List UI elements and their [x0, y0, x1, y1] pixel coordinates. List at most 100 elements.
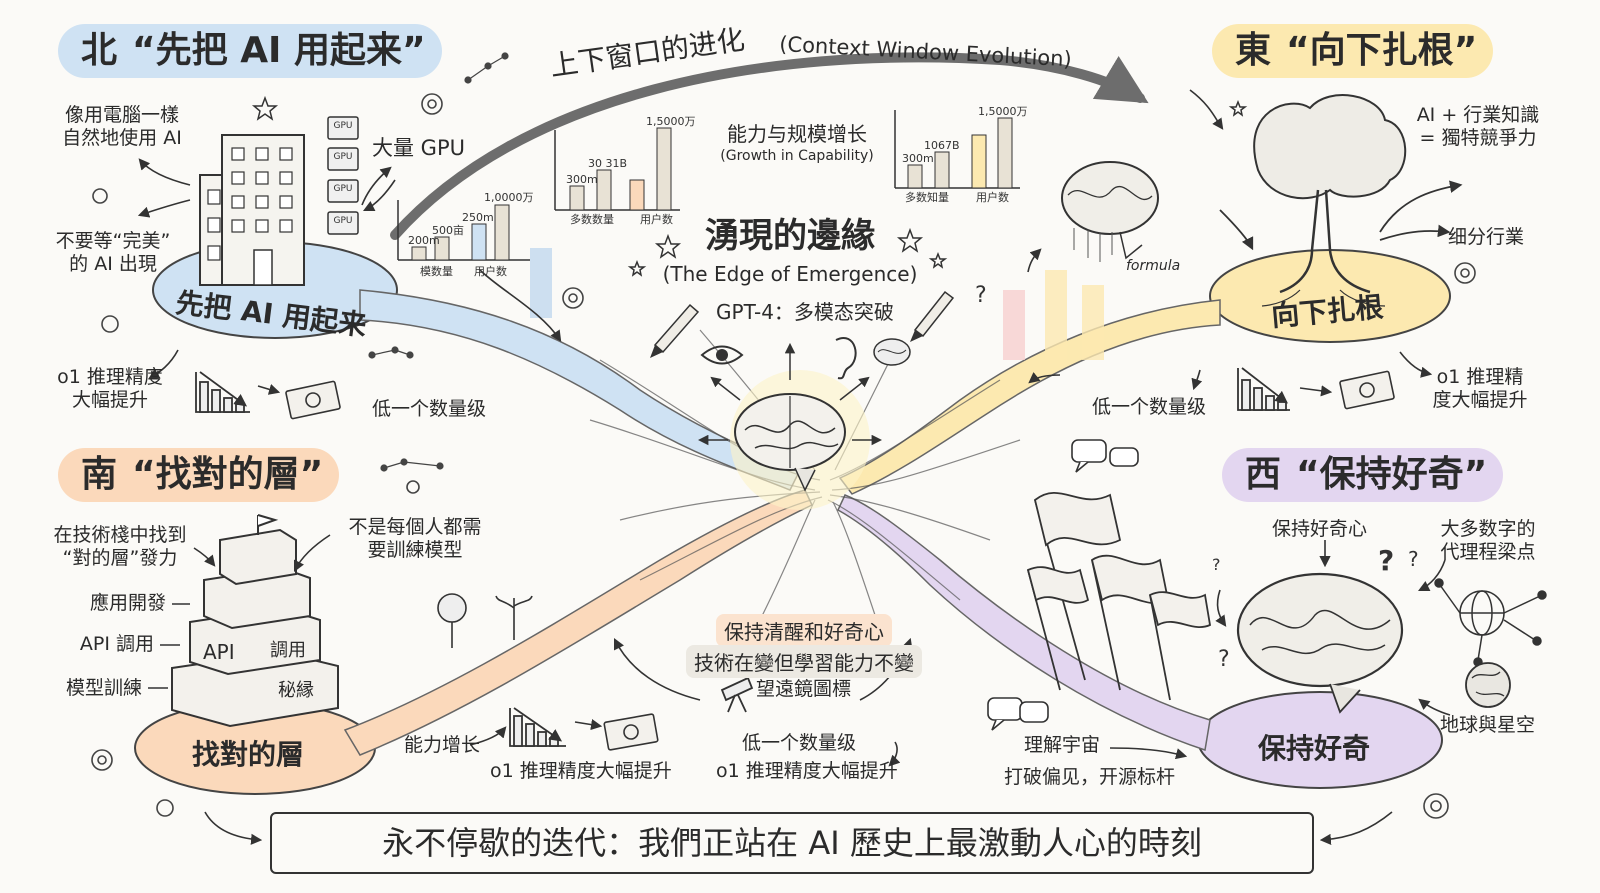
east-o1-line1: o1 推理精: [1436, 366, 1524, 388]
north-o1-line2: 大幅提升: [71, 389, 148, 412]
dot-network: [368, 52, 509, 472]
curiosity-brain-icon: [1236, 572, 1404, 714]
north-note1-line1: 像用電腦一樣: [64, 104, 179, 126]
center-title: 湧現的邊緣: [705, 216, 875, 256]
south-title-pill: 南“找對的層”: [58, 448, 340, 502]
chart-left-value-3: 250m: [462, 211, 494, 224]
middle-o1-note: o1 推理精度大幅提升: [716, 760, 898, 782]
east-title: “向下扎根”: [1286, 30, 1478, 71]
chart-left-value-1: 200m: [408, 234, 440, 247]
svg-text:?: ?: [1218, 647, 1230, 672]
west-bias-note: 打破偏见，开源标杆: [1004, 766, 1176, 788]
network-globe-icon: [1434, 578, 1547, 667]
bar-chart-right: [894, 110, 1104, 360]
north-o1-note: o1 推理精度 大幅提升: [40, 366, 180, 412]
sticky-stay-curious: 保持清醒和好奇心: [716, 614, 892, 647]
east-o1-note: o1 推理精 度大幅提升: [1420, 366, 1540, 412]
trend-down-chart-icon: [195, 367, 1290, 747]
south-note-not-everyone: 不是每個人都需 要訓練模型: [330, 516, 500, 562]
sticky-learning-constant: 技術在變但學習能力不變: [686, 645, 922, 678]
chart-mid-value-2: 30 31B: [588, 157, 628, 170]
flags-icon: [1026, 491, 1212, 701]
layer-label-api: API 調用: [79, 633, 154, 655]
svg-text:?: ?: [1212, 555, 1221, 574]
layer-label-train: 模型訓練: [65, 677, 142, 699]
south-o1-note: o1 推理精度大幅提升: [490, 760, 672, 782]
west-direction-label: 西: [1244, 454, 1281, 495]
north-cost-note: 低一个数量级: [372, 398, 487, 420]
context-arc-arrow: [390, 52, 1149, 240]
south-note-find-layer: 在技術棧中找到 “對的層”發力: [40, 524, 200, 570]
eye-icon: [700, 345, 744, 365]
chart-left-category-1: 模数量: [420, 265, 453, 278]
block-train-label: 秘縁: [278, 680, 314, 701]
chart-right-category-1: 多数知量: [905, 191, 949, 204]
north-note-dont-wait: 不要等“完美” 的 AI 出現: [38, 230, 188, 276]
earth-icon: [1465, 662, 1511, 708]
chart-left-category-2: 用户数: [474, 265, 507, 278]
chart-right-category-2: 用户数: [976, 191, 1009, 204]
south-note2-line1: 不是每個人都需: [348, 516, 482, 538]
north-note2-line2: 的 AI 出現: [69, 253, 157, 276]
ear-icon: [835, 337, 857, 380]
bar-chart-left: [397, 200, 552, 318]
tree-icon: [1253, 94, 1407, 307]
chart-left-value-2: 500亩: [432, 224, 464, 237]
east-direction-label: 東: [1234, 30, 1271, 71]
gpu-label: 大量 GPU: [372, 136, 465, 160]
north-note2-line1: 不要等“完美”: [55, 230, 171, 252]
chart-left-value-4: 1,0000万: [484, 191, 534, 204]
west-title-pill: 西“保持好奇”: [1222, 448, 1504, 502]
pencil-icon-right: [910, 290, 955, 342]
west-earth-note: 地球與星空: [1440, 714, 1536, 736]
money-icon: [285, 370, 1395, 751]
bar-chart-middle: [554, 127, 680, 211]
gpu-chips: [327, 116, 359, 235]
north-direction-label: 北: [80, 30, 117, 71]
formula-label: formula: [1126, 258, 1181, 274]
west-agents-note: 大多数字的 代理程梁点: [1428, 518, 1548, 564]
east-cost-note: 低一个数量级: [1092, 396, 1207, 418]
footer-banner: 永不停歇的迭代：我們正站在 AI 歷史上最激動人心的時刻: [270, 812, 1314, 874]
block-call-label: 調用: [270, 640, 306, 661]
gpu-chip-label-1: GPU: [333, 121, 353, 131]
west-agents-line2: 代理程梁点: [1440, 541, 1536, 564]
svg-text:?: ?: [975, 283, 987, 308]
east-knowledge-line1: AI + 行業知識: [1416, 104, 1540, 126]
east-knowledge-line2: = 獨特競爭力: [1419, 127, 1537, 150]
chart-right-value-2: 1067B: [924, 139, 960, 152]
north-title: “先把 AI 用起来”: [132, 30, 426, 71]
east-o1-line2: 度大幅提升: [1432, 389, 1528, 412]
gear-icons: [91, 93, 1476, 819]
south-title: “找對的層”: [132, 454, 324, 495]
svg-text:?: ?: [1378, 544, 1394, 577]
layer-label-app: 應用開發: [89, 592, 166, 614]
north-note-natural-use: 像用電腦一樣 自然地使用 AI: [42, 104, 202, 150]
chart-mid-category-2: 用户数: [640, 213, 673, 226]
connector-arrows: [137, 89, 1451, 845]
chart-right-value-3: 1,5000万: [978, 105, 1028, 118]
star-icons: [251, 95, 1248, 277]
south-note2-line2: 要訓練模型: [367, 539, 463, 562]
office-building-icon: [199, 134, 305, 286]
tree-arrows: [1219, 180, 1463, 251]
question-mark-icons: ? ? ? ? ?: [975, 283, 1419, 672]
block-api-label: API: [203, 640, 235, 664]
center-brain-icon: [697, 342, 883, 510]
head-brain-icon: [1061, 161, 1159, 262]
chart-mid-value-1: 300m: [566, 173, 598, 186]
speech-bubbles-icon: [987, 439, 1139, 731]
stack-layers-icon: [171, 514, 339, 728]
south-note1-line2: “對的層”發力: [62, 547, 178, 570]
west-universe-note: 理解宇宙: [1024, 734, 1101, 756]
pencil-icon: [650, 303, 700, 358]
gpu-chip-label-2: GPU: [333, 152, 353, 162]
east-niche-note: 细分行業: [1448, 226, 1525, 248]
west-platform-label: 保持好奇: [1258, 732, 1371, 765]
small-brain-icon: [873, 338, 911, 366]
east-title-pill: 東 “向下扎根”: [1212, 24, 1494, 78]
chart-right-value-1: 300m: [902, 152, 934, 165]
telescope-icon: [720, 676, 754, 713]
chart-mid-category-1: 多数数量: [570, 213, 614, 226]
